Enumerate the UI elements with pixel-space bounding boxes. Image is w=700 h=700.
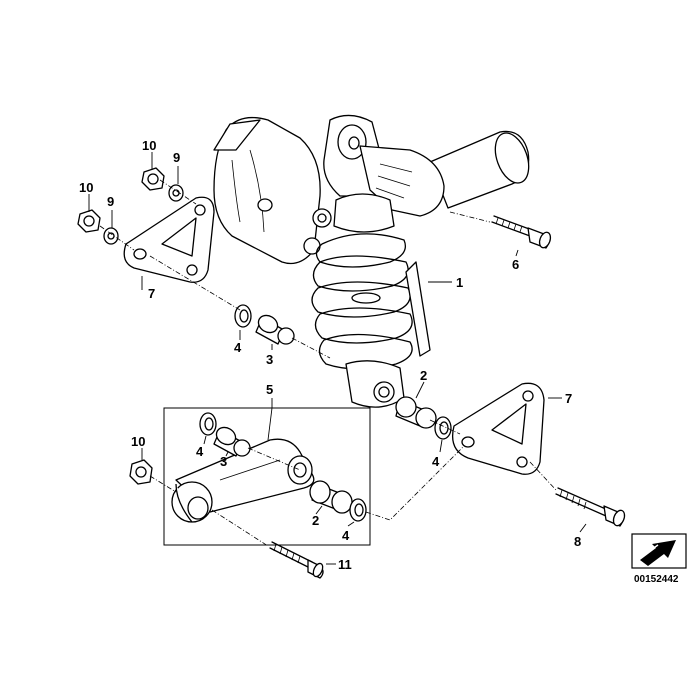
- sleeve-3-link[interactable]: [213, 424, 251, 457]
- callout-9-left: 9: [107, 194, 114, 209]
- orientation-arrow-icon: [631, 533, 687, 569]
- link-kit-box: [163, 407, 371, 546]
- bolt-6[interactable]: [491, 215, 552, 249]
- callout-10-left: 10: [79, 180, 93, 195]
- callout-9-upper: 9: [173, 150, 180, 165]
- bolt-11[interactable]: [269, 541, 325, 579]
- callout-4-link-left: 4: [196, 444, 204, 459]
- sleeve-3-top[interactable]: [255, 312, 295, 345]
- callout-1: 1: [456, 275, 463, 290]
- callout-10-upper: 10: [142, 138, 156, 153]
- washer-9-upper[interactable]: [168, 184, 184, 202]
- callout-7-left: 7: [148, 286, 155, 301]
- nut-10-lower[interactable]: [129, 459, 153, 485]
- callout-6: 6: [512, 257, 519, 272]
- washer-4c[interactable]: [434, 416, 452, 440]
- diagram-id: 00152442: [634, 574, 679, 585]
- callout-4-shock: 4: [432, 454, 440, 469]
- washer-4b[interactable]: [199, 412, 217, 436]
- nut-10-upper[interactable]: [141, 167, 165, 191]
- leader-lines: [88, 152, 587, 565]
- callout-5: 5: [266, 382, 273, 397]
- callout-3-link: 3: [220, 454, 227, 469]
- callout-3-top: 3: [266, 352, 273, 367]
- callout-10-lower: 10: [131, 434, 145, 449]
- assembly-lines: [99, 179, 557, 547]
- callout-11: 11: [338, 557, 352, 572]
- callout-4-link-right: 4: [342, 528, 350, 543]
- callout-2-shock: 2: [420, 368, 427, 383]
- sleeve-2-shock[interactable]: [395, 396, 437, 429]
- washer-9-left[interactable]: [103, 227, 119, 245]
- bracket-left[interactable]: [123, 196, 215, 283]
- link-arm[interactable]: [171, 438, 315, 523]
- bolt-8[interactable]: [555, 487, 627, 527]
- callout-2-link: 2: [312, 513, 319, 528]
- shock-absorber[interactable]: [213, 114, 535, 408]
- nut-10-left[interactable]: [77, 209, 101, 233]
- washer-4d[interactable]: [349, 498, 367, 522]
- bracket-right[interactable]: [451, 382, 545, 475]
- callout-8: 8: [574, 534, 581, 549]
- washer-4a[interactable]: [234, 304, 252, 328]
- callout-4-top: 4: [234, 340, 242, 355]
- callout-7-right: 7: [565, 391, 572, 406]
- sleeve-2-link[interactable]: [309, 480, 353, 514]
